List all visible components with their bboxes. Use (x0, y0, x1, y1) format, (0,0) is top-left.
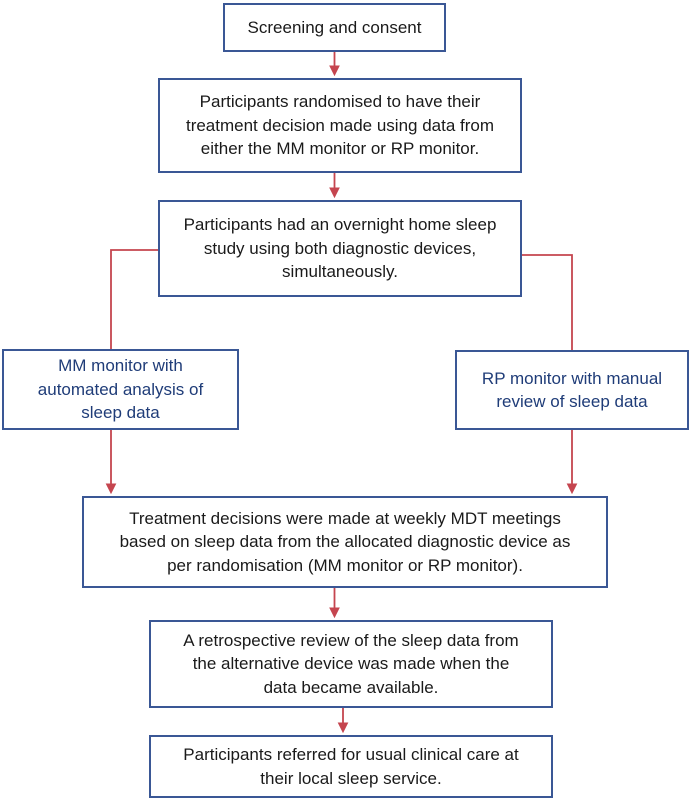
node-text: A retrospective review of the sleep data… (183, 630, 519, 697)
node-mm-monitor: MM monitor with automated analysis of sl… (2, 349, 239, 430)
connector-sleep-study-to-rp-monitor (522, 254, 573, 350)
node-text: Participants referred for usual clinical… (183, 745, 519, 788)
node-mdt-meetings: Treatment decisions were made at weekly … (82, 496, 608, 588)
node-rp-monitor: RP monitor with manual review of sleep d… (455, 350, 689, 430)
node-text: Participants had an overnight home sleep… (183, 215, 497, 282)
node-text: MM monitor with automated analysis of sl… (37, 356, 204, 423)
node-text: Treatment decisions were made at weekly … (119, 508, 571, 575)
node-screening-and-consent: Screening and consent (223, 3, 446, 52)
node-text: Screening and consent (247, 17, 422, 37)
node-text: Participants randomised to have their tr… (185, 92, 495, 159)
connector-sleep-study-to-mm-monitor (110, 249, 158, 349)
node-randomisation: Participants randomised to have their tr… (158, 78, 522, 173)
node-usual-care: Participants referred for usual clinical… (149, 735, 553, 798)
node-sleep-study: Participants had an overnight home sleep… (158, 200, 522, 297)
node-retrospective-review: A retrospective review of the sleep data… (149, 620, 553, 708)
node-text: RP monitor with manual review of sleep d… (481, 368, 663, 411)
